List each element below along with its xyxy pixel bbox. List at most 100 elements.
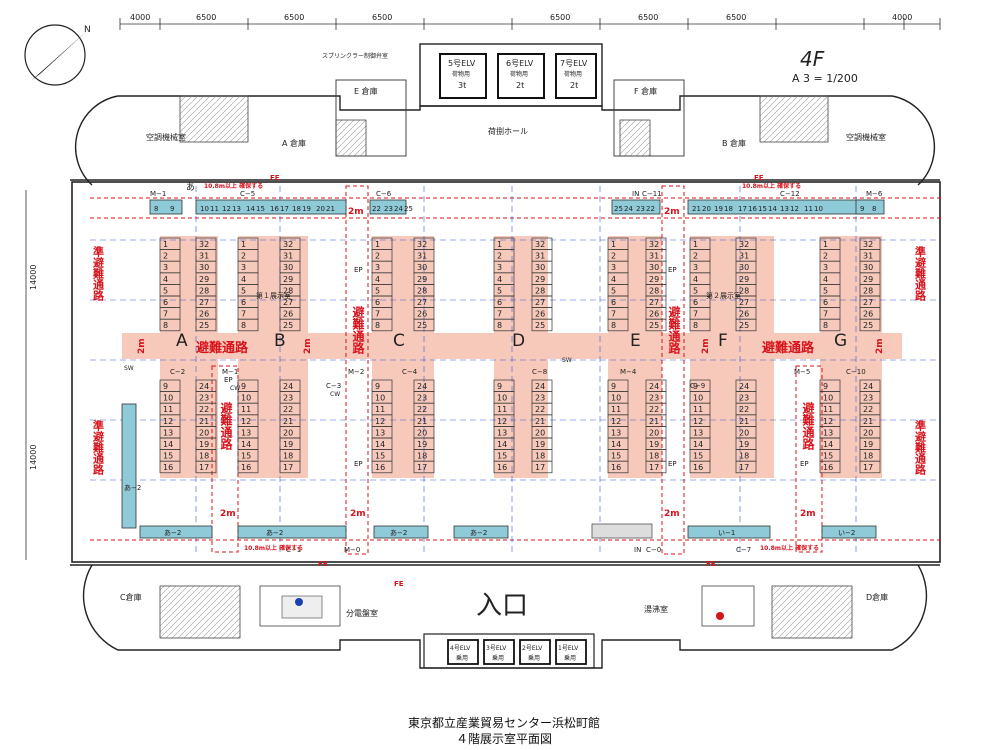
- booth-number: 28: [535, 286, 545, 295]
- booth-number: 10: [693, 394, 703, 403]
- booth-cell: [735, 318, 757, 332]
- svg-text:C−10: C−10: [846, 368, 866, 376]
- booth-number: 16: [497, 463, 507, 472]
- booth-number: 14: [163, 440, 173, 449]
- booth-cell: [689, 318, 711, 332]
- svg-text:あ−2: あ−2: [470, 529, 487, 537]
- svg-text:2m: 2m: [664, 509, 680, 519]
- evac-vertical: 避難通路: [667, 305, 681, 355]
- svg-text:M−5: M−5: [794, 368, 810, 376]
- booth-number: 7: [163, 310, 168, 319]
- svg-text:避難通路: 避難通路: [762, 340, 815, 356]
- top-booth-number: 14: [768, 205, 777, 213]
- top-booth-number: 18: [292, 205, 301, 213]
- svg-text:M−1: M−1: [222, 368, 238, 376]
- dimension-left: 14000 14000: [25, 190, 38, 560]
- booth-number: 2: [823, 252, 828, 261]
- booth-number: 30: [283, 263, 293, 272]
- booth-number: 25: [417, 321, 427, 330]
- booth-number: 2: [375, 252, 380, 261]
- top-booth-number: 8: [154, 205, 158, 213]
- booth-number: 5: [497, 286, 502, 295]
- booth-number: 8: [375, 321, 380, 330]
- booth-number: 30: [863, 263, 873, 272]
- passenger-elevators: 4号ELV 乗用 3号ELV 乗用 2号ELV 乗用 1号ELV 乗用: [423, 633, 595, 669]
- svg-text:FE: FE: [318, 560, 328, 568]
- svg-text:10.8m以上 確保する: 10.8m以上 確保する: [244, 544, 303, 552]
- booth-cell: [531, 318, 553, 332]
- booth-number: 1: [375, 240, 380, 249]
- booth-cell: [159, 318, 181, 332]
- svg-text:2m: 2m: [800, 509, 816, 519]
- booth-number: 2: [241, 252, 246, 261]
- svg-text:FE: FE: [754, 174, 764, 182]
- booth-number: 4: [163, 275, 168, 284]
- caption-subtitle: ４階展示室平面図: [455, 732, 552, 746]
- booth-number: 20: [283, 428, 293, 437]
- svg-text:SW: SW: [124, 365, 134, 372]
- dim-label: 14000: [29, 265, 38, 290]
- dim-label: 6500: [196, 13, 216, 22]
- booth-cell: [859, 460, 881, 474]
- booth-number: 25: [863, 321, 873, 330]
- booth-number: 28: [199, 286, 209, 295]
- svg-text:あ−2: あ−2: [390, 529, 407, 537]
- booth-number: 29: [199, 275, 209, 284]
- booth-cell: [413, 460, 435, 474]
- svg-text:10.8m以上 確保する: 10.8m以上 確保する: [204, 182, 263, 190]
- booth-number: 29: [417, 275, 427, 284]
- svg-text:準避難通路: 準避難通路: [92, 419, 105, 476]
- booth-number: 6: [497, 298, 502, 307]
- top-booth-number: 21: [326, 205, 335, 213]
- booth-number: 4: [497, 275, 502, 284]
- block-label: E: [630, 331, 641, 351]
- svg-text:避難通路: 避難通路: [196, 340, 249, 356]
- booth-number: 13: [823, 428, 833, 437]
- bottom-booths: あ−2 あ−2 あ−2 あ−2 あ−2 い−1 い−2: [121, 403, 877, 539]
- svg-text:2t: 2t: [516, 81, 524, 90]
- svg-text:D倉庫: D倉庫: [866, 592, 888, 602]
- booth-number: 5: [693, 286, 698, 295]
- booth-number: 5: [375, 286, 380, 295]
- block-label: B: [274, 331, 286, 351]
- entrance-label: 入口: [476, 591, 528, 621]
- top-booth-number: 17: [280, 205, 289, 213]
- dimension-top: 4000 6500 6500 6500 6500 6500 6500 4000: [119, 13, 941, 30]
- booth-number: 24: [199, 382, 209, 391]
- booth-number: 17: [417, 463, 427, 472]
- booth-number: 25: [199, 321, 209, 330]
- svg-text:3号ELV: 3号ELV: [486, 645, 507, 652]
- booth-number: 32: [649, 240, 659, 249]
- booth-number: 11: [611, 405, 621, 414]
- booth-number: 19: [739, 440, 749, 449]
- svg-text:2m: 2m: [701, 338, 711, 354]
- booth-number: 3: [241, 263, 246, 272]
- booth-cell: [195, 460, 217, 474]
- dim-label: 6500: [284, 13, 304, 22]
- svg-text:IN: IN: [634, 546, 641, 554]
- booth-cell: [689, 460, 711, 474]
- svg-text:M−1: M−1: [150, 190, 166, 198]
- svg-text:IN: IN: [632, 190, 639, 198]
- booth-number: 18: [283, 452, 293, 461]
- booth-number: 22: [649, 405, 659, 414]
- booth-codes-bottom: C−1 M−0 IN C−0 C−7 10.8m以上 確保する 10.8m以上 …: [244, 544, 819, 588]
- booth-number: 32: [739, 240, 749, 249]
- booth-number: 26: [199, 310, 209, 319]
- svg-text:FE: FE: [270, 174, 280, 182]
- evac-vertical: 避難通路: [219, 401, 233, 451]
- booth-number: 23: [863, 394, 873, 403]
- booth-number: 31: [649, 252, 659, 261]
- svg-text:C−3: C−3: [326, 382, 341, 390]
- floor-label: 4F: [800, 47, 825, 71]
- top-booth-number: 25: [404, 205, 413, 213]
- top-booth-number: 13: [780, 205, 789, 213]
- svg-text:5号ELV: 5号ELV: [448, 59, 476, 68]
- booth-number: 21: [417, 417, 427, 426]
- booth-number: 4: [693, 275, 698, 284]
- booth-number: 23: [417, 394, 427, 403]
- booth-number: 19: [649, 440, 659, 449]
- booth-number: 32: [199, 240, 209, 249]
- booth-number: 27: [417, 298, 427, 307]
